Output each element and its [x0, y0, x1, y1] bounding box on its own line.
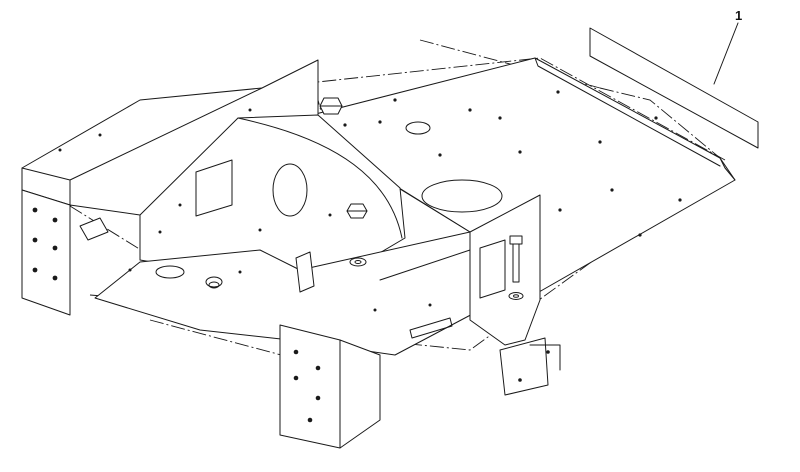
wall-round-cutout: [272, 163, 308, 217]
floor-bracket: [295, 251, 315, 293]
bumper-tab: [79, 217, 109, 241]
right-bracket: [469, 194, 561, 396]
floor-boss: [205, 276, 223, 288]
bolt-washer: [508, 292, 524, 300]
callout-leader-line: [713, 22, 739, 85]
wall-square-cutout: [195, 159, 233, 217]
callout-1: 1: [713, 8, 742, 85]
floor-slot-left: [155, 265, 185, 279]
deck-boss-hole: [405, 121, 431, 135]
decal-panel: [589, 27, 759, 149]
carriage-bolt: [509, 235, 523, 283]
hex-nut-top: [319, 97, 343, 115]
hex-nut-middle: [346, 203, 368, 219]
callout-number: 1: [735, 8, 742, 23]
front-upright: [279, 324, 381, 449]
hardware: [319, 97, 524, 300]
front-bumper-block: [21, 59, 319, 316]
washer: [349, 257, 367, 267]
deck-large-cutout: [421, 179, 503, 213]
